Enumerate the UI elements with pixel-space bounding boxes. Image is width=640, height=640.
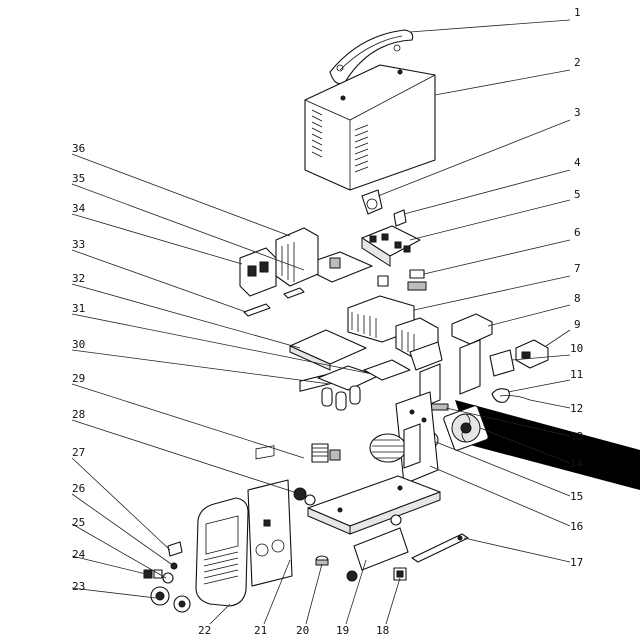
callout-5: 5 xyxy=(574,188,581,201)
callout-21: 21 xyxy=(254,624,267,637)
part-11-gland xyxy=(491,388,511,403)
callout-34: 34 xyxy=(72,202,86,215)
callout-16: 16 xyxy=(570,520,583,533)
part-14-fan xyxy=(443,405,489,451)
callout-31: 31 xyxy=(72,302,85,315)
callout-35: 35 xyxy=(72,172,85,185)
part-16-chassis xyxy=(307,391,441,535)
callout-12: 12 xyxy=(570,402,583,415)
part-4-clip xyxy=(393,209,407,227)
callout-4: 4 xyxy=(574,156,581,169)
callout-32: 32 xyxy=(72,272,85,285)
part-24-switch xyxy=(143,569,163,579)
front-knobs xyxy=(293,487,316,506)
part-19-baseplate xyxy=(346,514,409,582)
part-5-pcb xyxy=(361,225,421,267)
callout-27: 27 xyxy=(72,446,85,459)
callout-15: 15 xyxy=(570,490,583,503)
callout-17: 17 xyxy=(570,556,583,569)
part-2-cover xyxy=(304,64,436,191)
part-27-label xyxy=(167,541,183,557)
callout-14: 14 xyxy=(570,457,584,470)
callout-9: 9 xyxy=(574,318,581,331)
callout-13: 13 xyxy=(570,430,583,443)
part-9-relay xyxy=(515,339,549,369)
part-25-knob xyxy=(162,572,174,584)
callout-25: 25 xyxy=(72,516,85,529)
callout-3: 3 xyxy=(574,106,581,119)
callout-22: 22 xyxy=(198,624,211,637)
callout-24: 24 xyxy=(72,548,86,561)
callout-8: 8 xyxy=(574,292,581,305)
part-31-pcb xyxy=(363,359,411,381)
callout-2: 2 xyxy=(574,56,581,69)
callout-6: 6 xyxy=(574,226,581,239)
part-21-frontplate xyxy=(247,445,293,587)
part-20-foot xyxy=(315,555,329,566)
callout-19: 19 xyxy=(336,624,349,637)
callout-1: 1 xyxy=(574,6,581,19)
part-13-clip xyxy=(429,403,449,411)
callout-26: 26 xyxy=(72,482,85,495)
part-6-terminal xyxy=(407,269,427,291)
callout-36: 36 xyxy=(72,142,85,155)
part-18-foot xyxy=(393,567,407,581)
part-10-bracket xyxy=(489,349,515,377)
leader-lines xyxy=(71,19,571,625)
part-3-bracket xyxy=(361,189,383,215)
part-23-connectors xyxy=(150,586,191,613)
callout-23: 23 xyxy=(72,580,85,593)
callout-30: 30 xyxy=(72,338,85,351)
callout-29: 29 xyxy=(72,372,85,385)
part-17-rail xyxy=(411,533,469,563)
callout-numbers: 1 2 3 4 5 6 7 8 9 10 11 12 13 14 15 16 1… xyxy=(72,6,584,637)
callout-7: 7 xyxy=(574,262,581,275)
callout-20: 20 xyxy=(296,624,309,637)
shadow-wedge xyxy=(455,400,640,490)
callout-18: 18 xyxy=(376,624,389,637)
part-33-bar xyxy=(243,303,271,317)
callout-33: 33 xyxy=(72,238,85,251)
part-12-hose xyxy=(499,395,531,401)
part-36-heatsink xyxy=(275,227,319,299)
callout-10: 10 xyxy=(570,342,583,355)
part-34-igbt xyxy=(239,247,277,297)
callout-11: 11 xyxy=(570,368,583,381)
callout-28: 28 xyxy=(72,408,85,421)
part-32-plate xyxy=(289,329,367,371)
part-22-frontpanel xyxy=(195,497,249,607)
